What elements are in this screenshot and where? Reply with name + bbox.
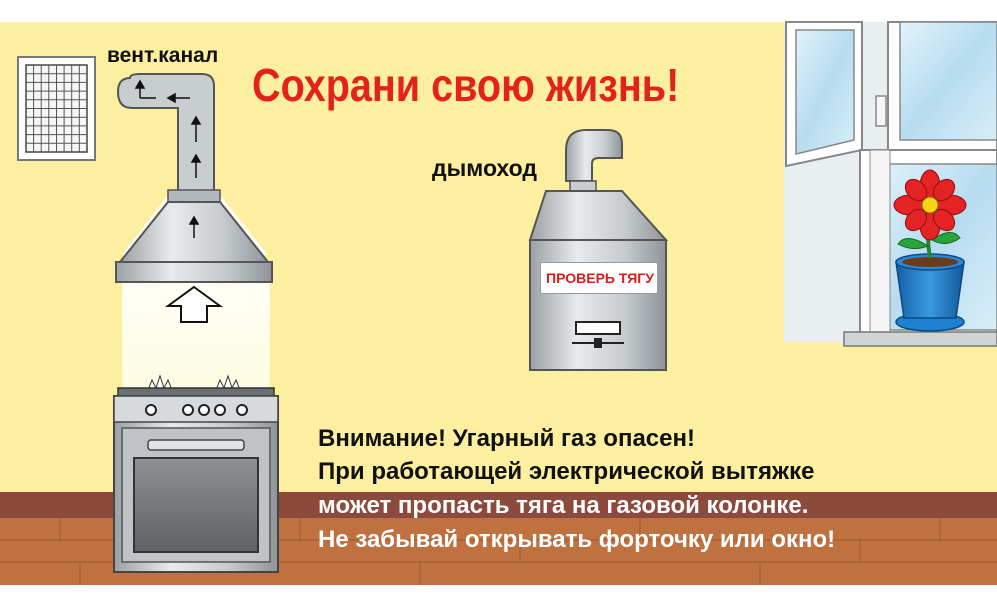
- gas-stove: [113, 374, 279, 573]
- airflow-light: [122, 283, 270, 395]
- warning-line-3: может пропасть тяга на газовой колонке.: [318, 492, 809, 519]
- warning-line-2: При работающей электрической вытяжке: [318, 458, 815, 485]
- boiler-sign-text: ПРОВЕРЬ ТЯГУ: [546, 270, 654, 286]
- poster-title: Сохрани свою жизнь!: [252, 59, 680, 111]
- airflow-arrow-icon: [164, 285, 224, 323]
- warning-line-4: Не забывай открывать форточку или окно!: [318, 526, 836, 553]
- vent-grille: [17, 56, 96, 161]
- warning-line-1: Внимание! Угарный газ опасен!: [318, 425, 695, 452]
- chimney-label: дымоход: [432, 155, 537, 181]
- gas-water-heater: [528, 129, 669, 371]
- vent-channel-label: вент.канал: [107, 44, 219, 67]
- range-hood: [115, 189, 273, 283]
- boiler-sign: ПРОВЕРЬ ТЯГУ: [540, 262, 658, 294]
- flower-pot: [893, 169, 967, 332]
- flower-icon: [893, 169, 967, 241]
- window: [784, 21, 997, 347]
